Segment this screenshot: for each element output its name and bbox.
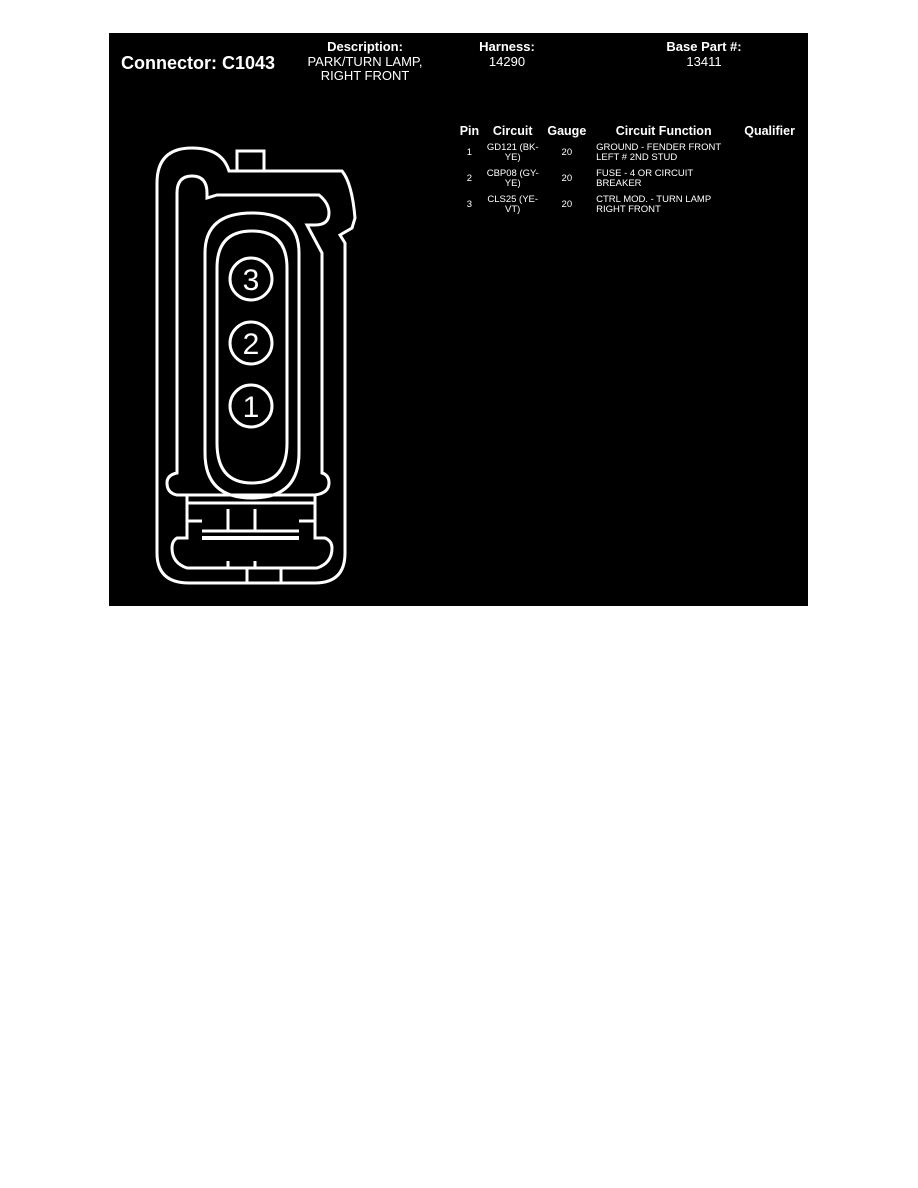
- cell-circuit: CLS25 (YE-VT): [487, 194, 539, 215]
- connector-face-diagram: 3 2 1: [155, 146, 357, 585]
- cell-pin: 3: [466, 199, 473, 210]
- lock-frame: [170, 495, 334, 570]
- table-header-row: Pin Circuit Gauge Circuit Function Quali…: [455, 122, 808, 140]
- pin-2-label: 2: [243, 328, 260, 361]
- harness-label: Harness:: [479, 39, 535, 54]
- pin-3-label: 3: [243, 264, 260, 297]
- base-part-column: Base Part #: 13411: [654, 39, 754, 69]
- cell-pin: 2: [466, 173, 473, 184]
- col-header-pin: Pin: [459, 124, 480, 138]
- table-row: 1 GD121 (BK-YE) 20 GROUND - FENDER FRONT…: [455, 140, 808, 166]
- latch-tab: [235, 149, 266, 173]
- col-header-circuit-function: Circuit Function: [615, 124, 712, 138]
- cell-circuit: GD121 (BK-YE): [486, 142, 539, 163]
- pin-1-label: 1: [243, 391, 260, 424]
- col-header-circuit: Circuit: [492, 124, 533, 138]
- description-value-line2: RIGHT FRONT: [320, 68, 410, 83]
- base-part-label: Base Part #:: [666, 39, 742, 54]
- description-label: Description:: [327, 39, 403, 54]
- pin-2-circle: [228, 320, 274, 366]
- description-value-line1: PARK/TURN LAMP,: [307, 54, 423, 69]
- pin-3-circle: [228, 256, 274, 302]
- cell-qualifier: [731, 140, 808, 166]
- pin-cavity-inner-oval: [215, 229, 289, 485]
- col-header-gauge: Gauge: [547, 124, 587, 138]
- harness-column: Harness: 14290: [457, 39, 557, 69]
- base-part-value: 13411: [686, 54, 722, 69]
- cell-gauge: 20: [561, 147, 573, 158]
- pin-1-circle: [228, 383, 274, 429]
- pin-table: Pin Circuit Gauge Circuit Function Quali…: [455, 122, 808, 218]
- cell-qualifier: [731, 166, 808, 192]
- cell-circuit: CBP08 (GY-YE): [486, 168, 539, 189]
- harness-value: 14290: [488, 54, 526, 69]
- description-column: Description: PARK/TURN LAMP, RIGHT FRONT: [295, 39, 435, 83]
- cell-qualifier: [731, 192, 808, 218]
- inner-housing-outline: [165, 174, 331, 497]
- col-header-qualifier: Qualifier: [744, 124, 795, 138]
- outer-housing-outline: [155, 146, 357, 585]
- pin-cavity-outer-oval: [203, 211, 301, 500]
- cell-gauge: 20: [561, 199, 573, 210]
- table-row: 3 CLS25 (YE-VT) 20 CTRL MOD. - TURN LAMP…: [455, 192, 808, 218]
- cell-gauge: 20: [561, 173, 573, 184]
- connector-title: Connector: C1043: [121, 53, 276, 73]
- connector-panel: Connector: C1043 Description: PARK/TURN …: [109, 33, 808, 606]
- cell-pin: 1: [466, 147, 473, 158]
